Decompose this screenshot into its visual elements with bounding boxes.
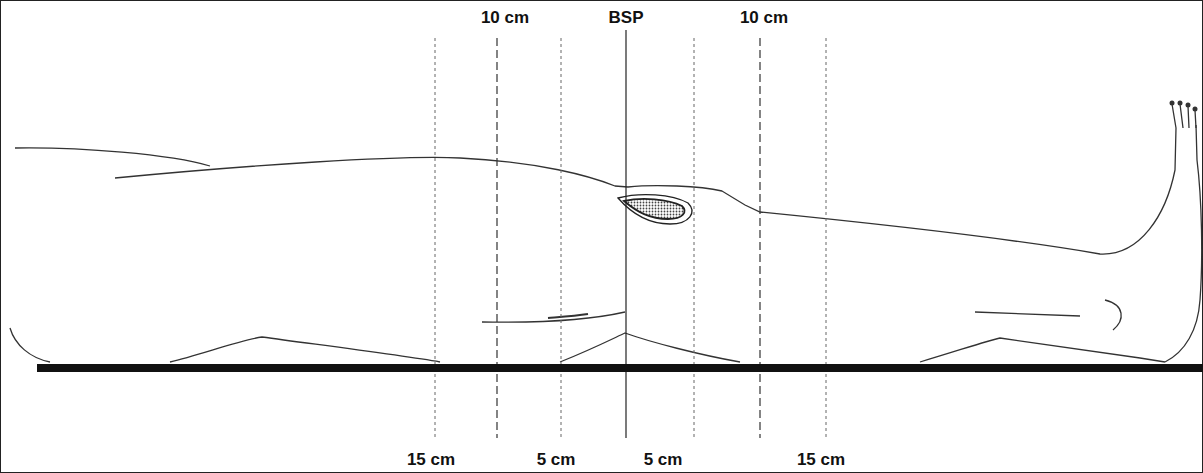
- table: [37, 364, 1203, 372]
- dimension-label: 15 cm: [405, 450, 457, 470]
- dimension-label: 5 cm: [642, 450, 685, 470]
- wound-outline: [618, 195, 692, 224]
- leg-outline: [10, 104, 1202, 362]
- dimension-label: 15 cm: [795, 450, 847, 470]
- toes: [1170, 101, 1198, 112]
- dimension-label: 10 cm: [479, 8, 531, 28]
- dimension-label: 10 cm: [738, 8, 790, 28]
- wound: [624, 199, 684, 219]
- reference-label: BSP: [607, 8, 646, 28]
- measure-lines: [435, 30, 826, 438]
- dimension-label: 5 cm: [535, 450, 578, 470]
